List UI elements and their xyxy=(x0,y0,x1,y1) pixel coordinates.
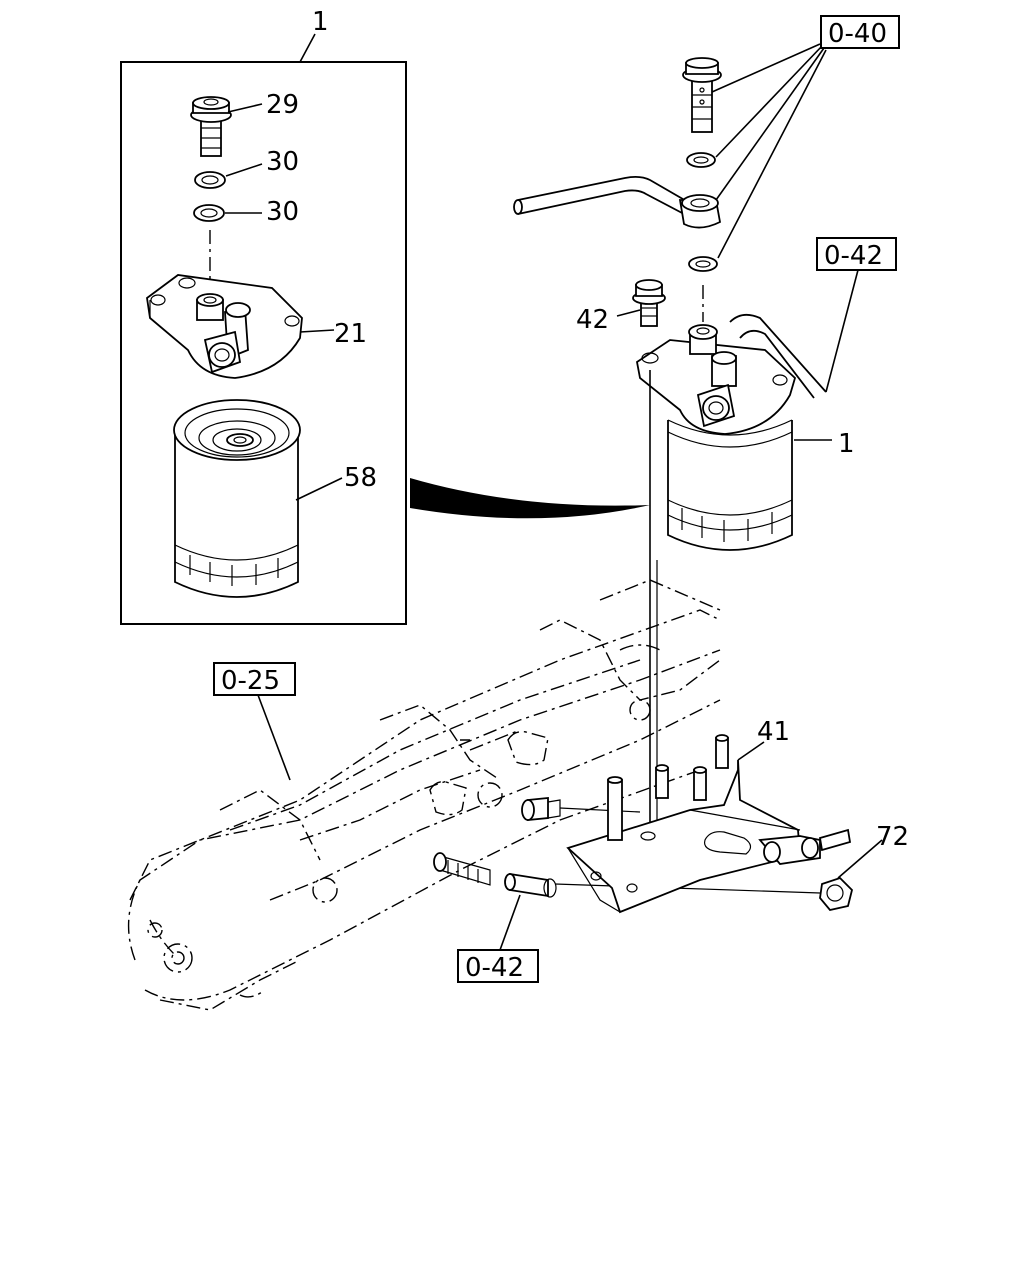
callout-head: 21 xyxy=(334,319,367,349)
ref-fuel-line: 0-40 xyxy=(828,19,887,49)
leader-ref-engine xyxy=(257,694,291,781)
ref-box-pipe-right xyxy=(816,237,897,271)
engine-outline xyxy=(127,579,721,1011)
washer-fuel-line-upper xyxy=(686,152,716,168)
leader-ref-0-40-d xyxy=(717,49,827,259)
leader-bolt xyxy=(227,103,263,113)
ref-box-fuel-line xyxy=(820,15,900,49)
nut-72 xyxy=(819,876,853,911)
leader-bracket xyxy=(737,741,765,761)
callout-washer-upper: 30 xyxy=(266,147,299,177)
banjo-bolt xyxy=(682,57,722,133)
leader-bolt-42 xyxy=(616,309,641,317)
callout-filter-assembly: 1 xyxy=(838,429,855,459)
fuel-pipe xyxy=(513,175,722,229)
callout-nut: 72 xyxy=(876,822,909,852)
leader-nut xyxy=(837,839,883,879)
leader-ref-0-40-c xyxy=(715,47,825,201)
leader-head xyxy=(299,329,335,333)
callout-bolt: 29 xyxy=(266,90,299,120)
callout-bolt-42: 42 xyxy=(576,305,609,335)
ref-stud-bottom: 0-42 xyxy=(465,953,524,983)
leader-ref-0-40-a xyxy=(711,43,821,93)
inset-detail xyxy=(120,33,407,625)
ref-box-stud-bottom xyxy=(457,949,539,983)
bolt-29 xyxy=(190,96,232,157)
callout-element: 58 xyxy=(344,463,377,493)
ref-engine: 0-25 xyxy=(221,666,280,696)
ref-box-engine xyxy=(213,662,296,696)
washer-fuel-line-lower xyxy=(688,256,718,272)
ref-pipe-right: 0-42 xyxy=(824,241,883,271)
filter-head-21 xyxy=(146,274,303,379)
bracket-41 xyxy=(566,734,852,914)
studs xyxy=(433,797,821,898)
bolt-42 xyxy=(632,279,666,327)
washer-upper xyxy=(194,171,226,189)
leader-ref-stud-bottom xyxy=(499,894,521,951)
leader-ref-0-40-b xyxy=(715,45,823,158)
callout-washer-lower: 30 xyxy=(266,197,299,227)
washer-lower xyxy=(193,204,225,222)
leader-ref-pipe-right xyxy=(825,269,859,393)
filter-element-58 xyxy=(173,399,301,598)
leader-element xyxy=(295,477,343,501)
callout-assembly-top: 1 xyxy=(312,7,329,37)
filter-assembly xyxy=(616,237,897,551)
leader-assembly-top xyxy=(299,33,316,63)
leader-washer-upper xyxy=(225,163,263,177)
detail-pointer-arrow xyxy=(410,478,650,519)
fuel-line-group xyxy=(513,15,900,272)
callout-bracket: 41 xyxy=(757,717,790,747)
